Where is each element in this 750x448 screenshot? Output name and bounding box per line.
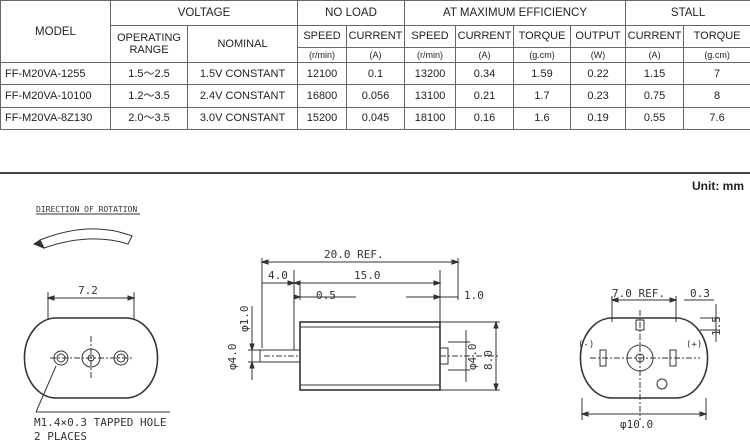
dim-15-0: 15.0 — [354, 269, 381, 282]
unit-label: Unit: mm — [692, 179, 744, 193]
right-end-view: 7.0 REF. 0.3 (-) (+) 1.5 φ10.0 — [578, 287, 723, 431]
cell-model: FF-M20VA-8Z130 — [0, 106, 111, 131]
dim-20-ref: 20.0 REF. — [324, 248, 384, 261]
unit-w: (W) — [570, 46, 627, 64]
dim-0-5: 0.5 — [316, 289, 336, 302]
spec-table: MODEL VOLTAGE NO LOAD AT MAXIMUM EFFICIE… — [0, 0, 750, 131]
cell-op-range: 2.0～3.5 — [110, 106, 188, 131]
header-current: CURRENT — [455, 24, 515, 48]
terminal-minus: (-) — [578, 340, 594, 350]
unit-a: (A) — [345, 46, 406, 64]
terminal-plus: (+) — [686, 340, 702, 350]
cell-maxeff-output: 0.22 — [570, 62, 627, 86]
dim-height: 8.0 — [482, 350, 495, 370]
dim-right-dia: φ4.0 — [466, 344, 479, 371]
header-operating-range-line2: RANGE — [129, 43, 169, 56]
cell-maxeff-speed: 18100 — [404, 106, 457, 131]
cell-nominal: 1.5V CONSTANT — [187, 62, 298, 86]
dim-1-5: 1.5 — [710, 316, 723, 336]
header-model: MODEL — [0, 0, 111, 64]
header-operating-range-line1: OPERATING — [117, 31, 181, 44]
cell-maxeff-speed: 13200 — [404, 62, 457, 86]
rotation-label: DIRECTION OF ROTATION — [36, 205, 137, 214]
cell-noload-current: 0.1 — [345, 62, 406, 86]
dim-7-2: 7.2 — [78, 284, 98, 297]
header-current: CURRENT — [345, 24, 406, 48]
rotation-arrow-icon — [39, 228, 133, 249]
unit-rmin: (r/min) — [404, 46, 457, 64]
cell-maxeff-current: 0.16 — [455, 106, 515, 131]
hole-note-2: 2 PLACES — [34, 430, 87, 443]
cell-model: FF-M20VA-1255 — [0, 62, 111, 86]
cell-stall-torque: 7.6 — [683, 106, 750, 131]
header-torque: TORQUE — [513, 24, 572, 48]
header-nominal: NOMINAL — [187, 24, 298, 64]
cell-maxeff-output: 0.23 — [570, 84, 627, 108]
header-voltage: VOLTAGE — [110, 0, 298, 26]
dim-shaft-dia: φ1.0 — [238, 306, 251, 333]
dim-7-0-ref: 7.0 REF. — [612, 287, 665, 300]
hole-note-1: M1.4×0.3 TAPPED HOLE — [34, 416, 166, 429]
side-view: 20.0 REF. 4.0 15.0 0.5 1.0 — [226, 248, 500, 392]
cell-maxeff-output: 0.19 — [570, 106, 627, 131]
cell-noload-speed: 16800 — [297, 84, 347, 108]
table-row: FF-M20VA-8Z130 2.0～3.5 3.0V CONSTANT 152… — [0, 106, 750, 131]
section-divider — [0, 172, 750, 174]
header-stall: STALL — [625, 0, 750, 26]
dim-10-0: φ10.0 — [620, 418, 653, 431]
cell-nominal: 3.0V CONSTANT — [187, 106, 298, 131]
cell-stall-current: 0.75 — [625, 84, 685, 108]
cell-nominal: 2.4V CONSTANT — [187, 84, 298, 108]
dim-1-0: 1.0 — [464, 289, 484, 302]
header-operating-range: OPERATING RANGE — [110, 24, 188, 64]
table-row: FF-M20VA-10100 1.2～3.5 2.4V CONSTANT 168… — [0, 84, 750, 108]
header-current: CURRENT — [625, 24, 685, 48]
left-end-view: 7.2 M1.4×0.3 TAPPED HOLE 2 PLACES — [23, 284, 170, 443]
dim-body-dia: φ4.0 — [226, 344, 239, 371]
cell-noload-current: 0.045 — [345, 106, 406, 131]
dim-4-0: 4.0 — [268, 269, 288, 282]
dim-0-3: 0.3 — [690, 287, 710, 300]
cell-model: FF-M20VA-10100 — [0, 84, 111, 108]
